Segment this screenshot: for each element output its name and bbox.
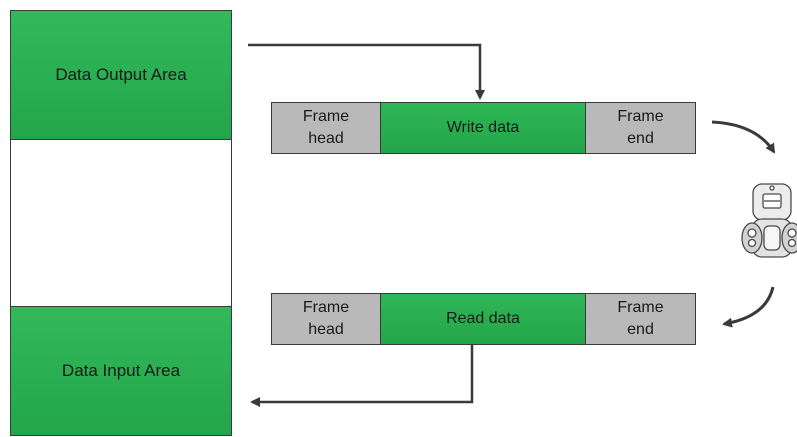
read-frame-end-line2: end: [627, 321, 654, 338]
data-input-area-label: Data Input Area: [61, 361, 181, 380]
read-frame-head-line1: Frame: [302, 299, 350, 316]
write-data-label: Write data: [446, 119, 520, 136]
write-arrow: [248, 43, 485, 100]
read-data-label: Read data: [446, 310, 520, 327]
write-frame-end: Frame end: [585, 102, 696, 154]
write-frame-end-line2: end: [627, 130, 654, 147]
data-output-area-label: Data Output Area: [55, 65, 187, 84]
from-device-curved-arrow: [722, 286, 775, 328]
write-data-cell: Write data: [380, 102, 586, 154]
memory-empty-area: [10, 139, 232, 307]
read-arrow: [250, 345, 474, 407]
write-frame-head: Frame head: [271, 102, 381, 154]
data-input-area: Data Input Area: [10, 306, 232, 436]
to-device-curved-arrow: [711, 120, 776, 154]
read-frame-end-line1: Frame: [617, 299, 664, 316]
write-frame-head-line1: Frame: [302, 108, 350, 125]
robot-icon: [741, 183, 797, 258]
write-frame-end-line1: Frame: [617, 108, 664, 125]
read-data-cell: Read data: [380, 293, 586, 345]
write-frame-head-line2: head: [308, 130, 344, 147]
read-frame-head: Frame head: [271, 293, 381, 345]
data-output-area: Data Output Area: [10, 10, 232, 140]
read-frame-head-line2: head: [308, 321, 344, 338]
read-frame-end: Frame end: [585, 293, 696, 345]
